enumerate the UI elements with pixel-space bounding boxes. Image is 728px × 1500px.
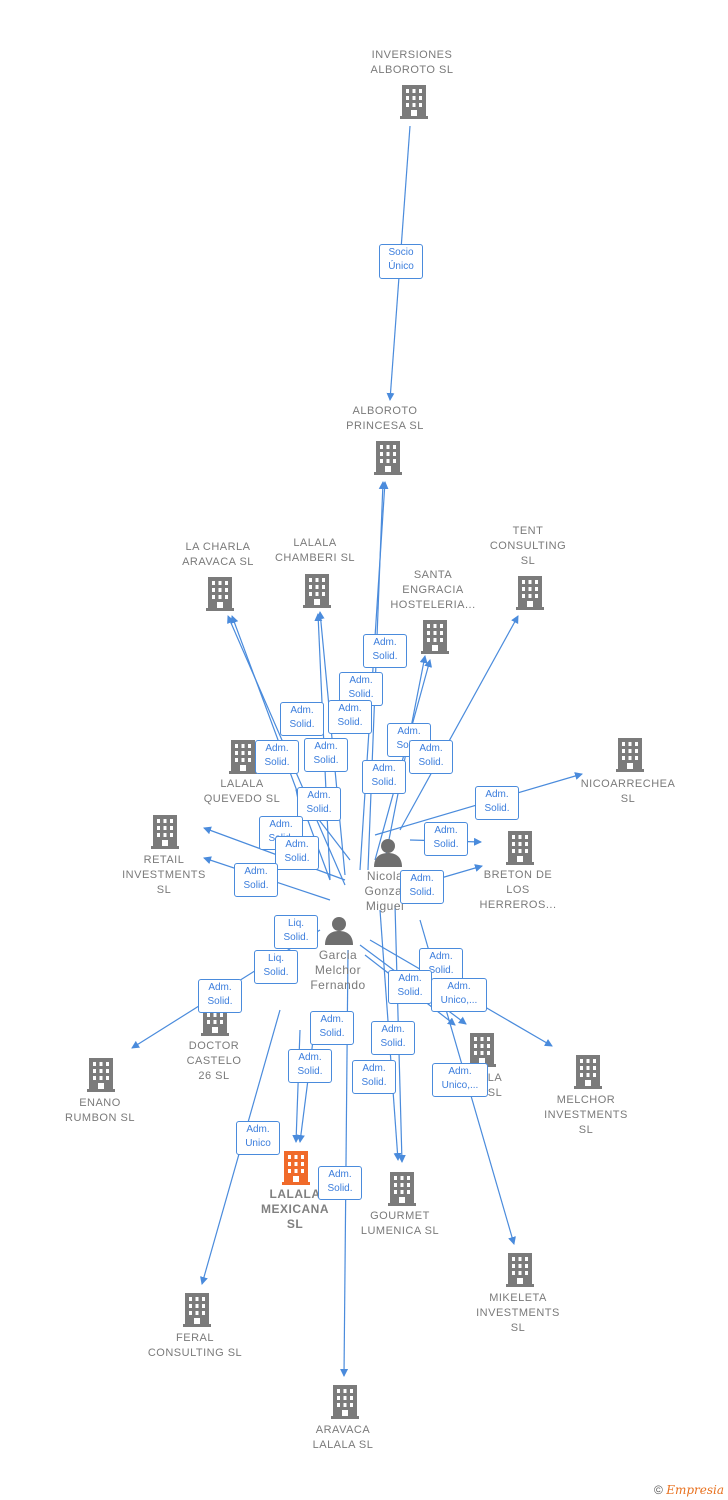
company-label: NICOARRECHEA SL xyxy=(580,778,676,805)
building-icon xyxy=(468,1033,496,1067)
relation-label[interactable]: Adm. Solid. xyxy=(371,1021,415,1055)
relation-label[interactable]: Adm. Unico,... xyxy=(431,978,487,1012)
building-icon xyxy=(374,441,402,475)
relation-label[interactable]: Socio Único xyxy=(379,244,423,279)
company-label: BRETON DE LOS HERREROS... xyxy=(479,869,557,911)
company-label: SANTA ENGRACIA HOSTELERIA... xyxy=(390,569,476,611)
relation-label[interactable]: Adm. Solid. xyxy=(234,863,278,897)
company-label: LA SL xyxy=(487,1072,503,1099)
person-node-garcia[interactable]: Garcia Melchor Fernando xyxy=(293,948,383,993)
relation-label[interactable]: Adm. Solid. xyxy=(352,1060,396,1094)
relation-label[interactable]: Adm. Solid. xyxy=(388,970,432,1004)
company-label: ALBOROTO PRINCESA SL xyxy=(346,405,424,432)
relation-edge xyxy=(384,655,428,861)
company-node-enano[interactable]: ENANO RUMBON SL xyxy=(40,1096,160,1126)
company-label: LALALA QUEVEDO SL xyxy=(203,778,281,805)
building-icon xyxy=(303,574,331,608)
brand-name: Empresia xyxy=(666,1483,724,1497)
relation-label[interactable]: Adm. Unico xyxy=(236,1121,280,1155)
company-label: LALALA MEXICANA SL xyxy=(260,1187,329,1231)
relation-label[interactable]: Adm. Solid. xyxy=(198,979,242,1013)
relation-label[interactable]: Adm. Solid. xyxy=(400,870,444,904)
company-node-inversiones[interactable]: INVERSIONES ALBOROTO SL xyxy=(352,48,472,78)
company-label: LA CHARLA ARAVACA SL xyxy=(182,541,254,568)
person-label: Nicola Gonzal Miguel xyxy=(364,869,406,913)
company-node-gourmet[interactable]: GOURMET LUMENICA SL xyxy=(340,1209,460,1239)
company-label: FERAL CONSULTING SL xyxy=(147,1332,243,1359)
building-icon xyxy=(574,1055,602,1089)
building-icon xyxy=(421,620,449,654)
company-node-nicoarrechea[interactable]: NICOARRECHEA SL xyxy=(568,777,688,807)
relation-label[interactable]: Adm. Solid. xyxy=(363,634,407,668)
company-label: MIKELETA INVESTMENTS SL xyxy=(476,1292,560,1334)
building-icon xyxy=(400,85,428,119)
building-icon xyxy=(616,738,644,772)
company-label: ENANO RUMBON SL xyxy=(65,1097,135,1124)
relation-label[interactable]: Adm. Solid. xyxy=(275,836,319,870)
person-icon xyxy=(325,917,353,945)
relation-label[interactable]: Liq. Solid. xyxy=(254,950,298,984)
company-label: TENT CONSULTING SL xyxy=(489,525,567,567)
company-node-santa[interactable]: SANTA ENGRACIA HOSTELERIA... xyxy=(373,568,493,613)
building-icon xyxy=(151,815,179,849)
copyright-icon: © xyxy=(654,1483,663,1497)
relation-label[interactable]: Adm. Solid. xyxy=(304,738,348,772)
relation-label[interactable]: Adm. Solid. xyxy=(288,1049,332,1083)
building-icon xyxy=(331,1385,359,1419)
relation-label[interactable]: Liq. Solid. xyxy=(274,915,318,949)
building-icon xyxy=(229,740,257,774)
relation-label[interactable]: Adm. Solid. xyxy=(280,702,324,736)
relation-label[interactable]: Adm. Solid. xyxy=(255,740,299,774)
person-node-nicolas[interactable]: Nicola Gonzal Miguel xyxy=(340,869,430,914)
building-icon xyxy=(506,831,534,865)
company-node-retail[interactable]: RETAIL INVESTMENTS SL xyxy=(104,853,224,898)
company-label: DOCTOR CASTELO 26 SL xyxy=(186,1040,242,1082)
building-icon xyxy=(516,576,544,610)
building-icon xyxy=(206,577,234,611)
building-icon xyxy=(388,1172,416,1206)
company-node-tent[interactable]: TENT CONSULTING SL xyxy=(468,524,588,569)
relation-label[interactable]: Adm. Solid. xyxy=(328,700,372,734)
company-node-lalala-hidden[interactable]: LA SL xyxy=(455,1071,535,1101)
relation-label[interactable]: Adm. Solid. xyxy=(424,822,468,856)
company-node-aravaca[interactable]: ARAVACA LALALA SL xyxy=(283,1423,403,1453)
relation-edge xyxy=(292,1029,301,1143)
company-label: ARAVACA LALALA SL xyxy=(312,1424,374,1451)
company-label: RETAIL INVESTMENTS SL xyxy=(122,854,206,896)
relation-edge xyxy=(399,615,519,831)
relation-label[interactable]: Adm. Solid. xyxy=(475,786,519,820)
person-icon xyxy=(374,839,402,867)
building-icon xyxy=(183,1293,211,1327)
company-label: GOURMET LUMENICA SL xyxy=(360,1210,440,1237)
company-node-mikeleta[interactable]: MIKELETA INVESTMENTS SL xyxy=(458,1291,578,1336)
footer-brand[interactable]: © Empresia xyxy=(654,1483,724,1497)
company-node-feral[interactable]: FERAL CONSULTING SL xyxy=(135,1331,255,1361)
relation-label[interactable]: Adm. Solid. xyxy=(297,787,341,821)
building-icon xyxy=(506,1253,534,1287)
company-node-alboroto[interactable]: ALBOROTO PRINCESA SL xyxy=(325,404,445,434)
relation-label[interactable]: Adm. Solid. xyxy=(310,1011,354,1045)
building-icon xyxy=(87,1058,115,1092)
company-label: MELCHOR INVESTMENTS SL xyxy=(544,1094,628,1136)
company-node-mexicana[interactable]: LALALA MEXICANA SL xyxy=(235,1187,355,1232)
company-node-chamberi[interactable]: LALALA CHAMBERI SL xyxy=(255,536,375,566)
company-label: INVERSIONES ALBOROTO SL xyxy=(370,49,454,76)
relation-label[interactable]: Adm. Unico,... xyxy=(432,1063,488,1097)
relation-label[interactable]: Adm. Solid. xyxy=(362,760,406,794)
company-node-breton[interactable]: BRETON DE LOS HERREROS... xyxy=(458,868,578,913)
relation-edge xyxy=(203,826,346,881)
relation-label[interactable]: Adm. Solid. xyxy=(318,1166,362,1200)
company-node-quevedo[interactable]: LALALA QUEVEDO SL xyxy=(182,777,302,807)
company-node-charla[interactable]: LA CHARLA ARAVACA SL xyxy=(158,540,278,570)
company-node-melchor[interactable]: MELCHOR INVESTMENTS SL xyxy=(526,1093,646,1138)
company-node-doctor[interactable]: DOCTOR CASTELO 26 SL xyxy=(154,1039,274,1084)
main-building-icon xyxy=(282,1151,310,1185)
company-label: LALALA CHAMBERI SL xyxy=(274,537,356,564)
person-label: Garcia Melchor Fernando xyxy=(310,948,366,992)
relation-label[interactable]: Adm. Solid. xyxy=(409,740,453,774)
